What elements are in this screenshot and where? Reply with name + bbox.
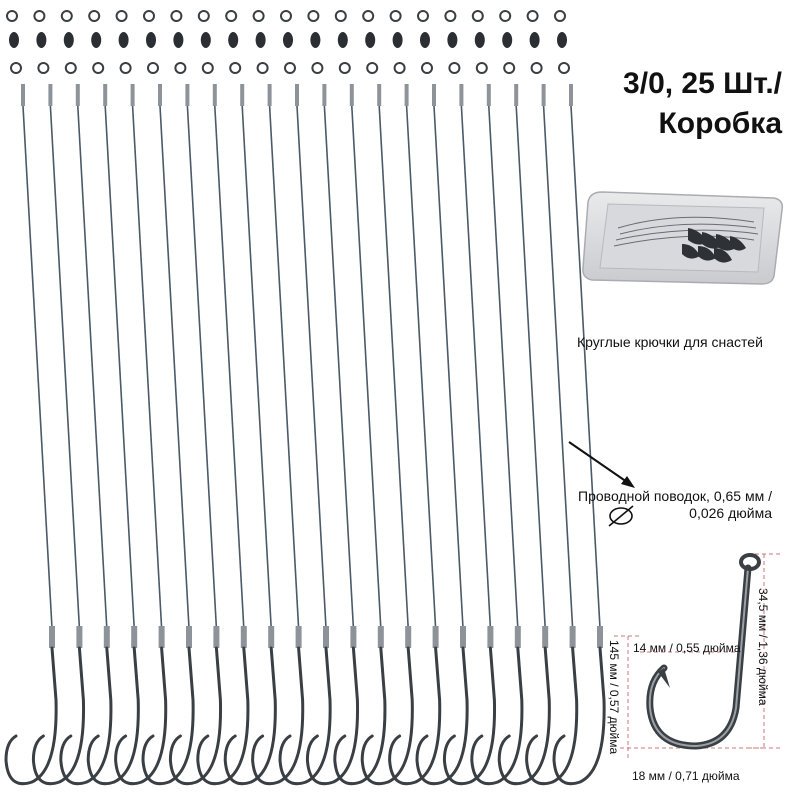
leader-10 bbox=[251, 10, 305, 786]
leader-5 bbox=[114, 10, 168, 786]
leader-4 bbox=[86, 10, 140, 786]
gap-dimension: 14 мм / 0,55 дюйма bbox=[633, 641, 741, 655]
leader-1 bbox=[4, 10, 58, 786]
length-dimension: 34,5 мм / 1,36 дюйма bbox=[756, 588, 770, 706]
leader-21 bbox=[552, 10, 606, 786]
leader-20 bbox=[525, 10, 579, 786]
tackle-box-icon bbox=[582, 191, 784, 285]
width-dimension: 18 мм / 0,71 дюйма bbox=[632, 769, 740, 783]
leader-15 bbox=[388, 10, 442, 786]
leader-17 bbox=[442, 10, 497, 786]
diameter-icon bbox=[608, 505, 634, 527]
headline: 3/0, 25 Шт./ Коробка bbox=[623, 64, 782, 144]
leader-3 bbox=[59, 10, 113, 786]
leader-2 bbox=[31, 10, 86, 786]
leader-11 bbox=[278, 10, 332, 786]
leader-13 bbox=[333, 10, 387, 786]
wire-caption-line-1: Проводной поводок, 0,65 мм / bbox=[578, 488, 772, 504]
hook-detail bbox=[614, 553, 780, 758]
hooks-caption: Круглые крючки для снастей bbox=[577, 334, 763, 350]
height-dimension: 145 мм / 0,57 дюйма bbox=[607, 640, 621, 755]
leader-9 bbox=[223, 10, 277, 786]
leader-19 bbox=[497, 10, 551, 786]
headline-line-1: 3/0, 25 Шт./ bbox=[623, 67, 782, 100]
arrow-icon bbox=[568, 441, 635, 488]
headline-line-2: Коробка bbox=[658, 107, 782, 140]
leader-16 bbox=[415, 10, 469, 786]
leader-14 bbox=[360, 10, 414, 786]
leader-6 bbox=[141, 10, 195, 786]
leader-7 bbox=[168, 10, 223, 786]
leader-12 bbox=[305, 10, 360, 786]
leader-8 bbox=[196, 10, 250, 786]
wire-caption-line-2: 0,026 дюйма bbox=[689, 505, 772, 521]
leader-18 bbox=[470, 10, 524, 786]
